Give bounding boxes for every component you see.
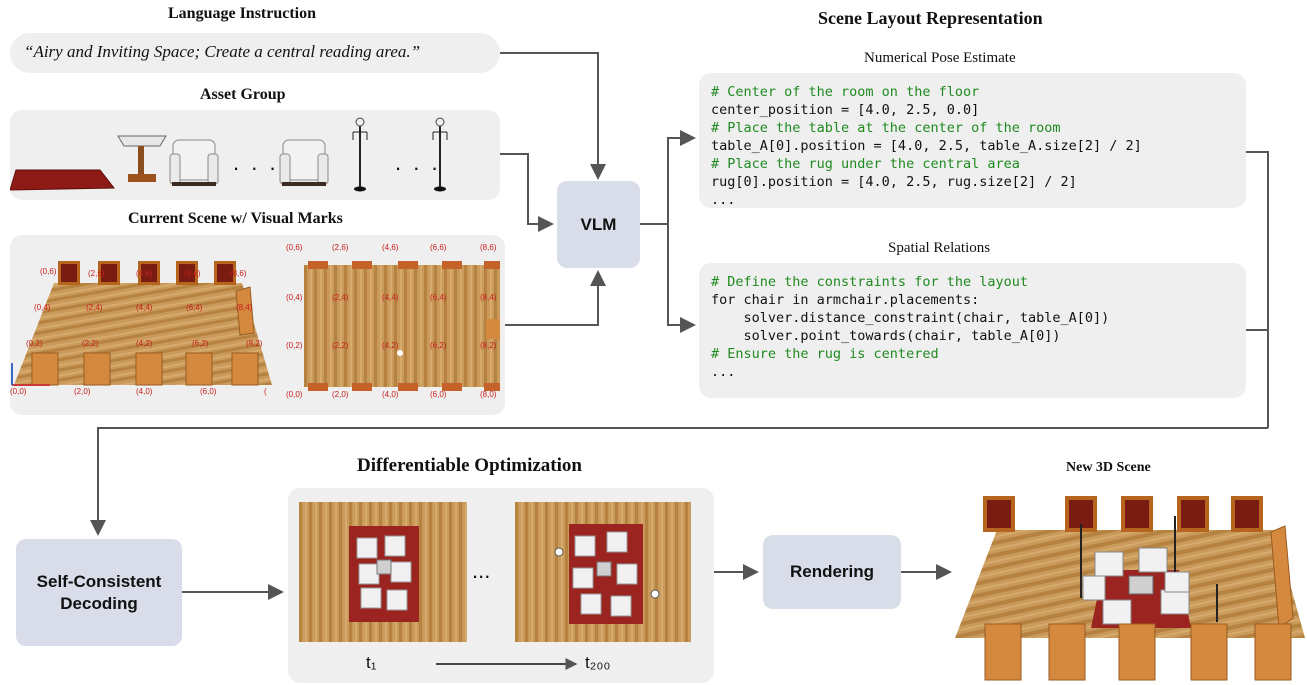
vlm-box: VLM [557, 181, 640, 268]
armchair-asset [169, 139, 219, 186]
optimization-ellipsis: ... [472, 558, 491, 583]
spatial-relations-title: Spatial Relations [888, 240, 991, 256]
topdown-scene-view [304, 261, 500, 391]
numerical-pose-title: Numerical Pose Estimate [864, 50, 1016, 66]
asset-group-illustration [9, 117, 448, 192]
code-line: for chair in armchair.placements: [711, 292, 980, 308]
code-comment: # Center of the room on the floor [711, 84, 980, 100]
asset-ellipsis-2: . . . [395, 150, 441, 175]
mark-label: (6,6) [184, 269, 201, 278]
code-line: rug[0].position = [4.0, 2.5, rug.size[2]… [711, 174, 1077, 190]
mark-label: (2,2) [82, 339, 99, 348]
mark-label: (8,0) [480, 390, 497, 399]
floor-lamp-asset [352, 117, 368, 192]
language-instruction-title: Language Instruction [168, 5, 317, 22]
armchair-asset-2 [279, 139, 329, 186]
mark-label: (4,0) [382, 390, 399, 399]
mark-label: (4,4) [382, 293, 399, 302]
mark-label: (4,2) [382, 341, 399, 350]
mark-label: (0,6) [286, 243, 303, 252]
optimization-frame-start [299, 502, 467, 642]
arrow-scene-to-vlm [505, 270, 606, 326]
diff-opt-title: Differentiable Optimization [357, 455, 582, 476]
asset-group-title: Asset Group [200, 86, 286, 103]
mark-label: (2,0) [74, 387, 91, 396]
mark-label: (8,6) [230, 269, 247, 278]
code-comment: # Place the table at the center of the r… [711, 120, 1061, 136]
table-asset [117, 135, 167, 182]
mark-label: (0,4) [286, 293, 303, 302]
self-consistent-decoding-box: Self-Consistent Decoding [16, 539, 182, 646]
code-line: solver.distance_constraint(chair, table_… [711, 310, 1110, 326]
mark-label: (4,6) [136, 269, 153, 278]
time-start-label: t₁ [366, 653, 377, 672]
mark-label: (4,4) [136, 303, 153, 312]
arrow-assets-to-vlm [500, 153, 554, 232]
code-comment: # Ensure the rug is centered [711, 346, 939, 362]
asset-ellipsis: . . . [233, 150, 279, 175]
rendering-label: Rendering [789, 562, 875, 581]
mark-label: (2,4) [86, 303, 103, 312]
numerical-pose-code-panel: # Center of the room on the floor center… [699, 73, 1246, 208]
mark-label: (8,2) [246, 339, 263, 348]
spatial-relations-code-panel: # Define the constraints for the layout … [699, 263, 1246, 398]
arrow-vlm-to-spatial [667, 224, 696, 333]
mark-label: (6,2) [430, 341, 447, 350]
mark-label: (0,2) [286, 341, 303, 350]
mark-label: (8,6) [480, 243, 497, 252]
mark-label: (0,0) [10, 387, 27, 396]
connector-pose-rail [1246, 151, 1269, 428]
mark-label: (2,2) [332, 341, 349, 350]
mark-label: (8,4) [236, 303, 253, 312]
mark-label: (4,0) [136, 387, 153, 396]
new-3d-scene-render [955, 496, 1305, 681]
code-line: table_A[0].position = [4.0, 2.5, table_A… [711, 138, 1142, 154]
current-scene-title: Current Scene w/ Visual Marks [128, 210, 343, 227]
mark-label: (0,6) [40, 267, 57, 276]
optimization-panel: ... t₁ t₂₀₀ [288, 488, 714, 683]
arrow-vlm-to-pose [640, 130, 696, 225]
instruction-text: “Airy and Inviting Space; Create a centr… [24, 42, 421, 61]
floor-lamp-asset-2 [432, 117, 448, 192]
code-line: center_position = [4.0, 2.5, 0.0] [711, 102, 980, 118]
arrow-instruction-to-vlm [500, 52, 606, 180]
asset-group-panel: . . . . . . [9, 110, 500, 200]
self-consistent-label: Self-Consistent [36, 571, 162, 591]
code-line: ... [711, 192, 736, 208]
mark-label: (4,6) [382, 243, 399, 252]
mark-label: (8,4) [480, 293, 497, 302]
mark-label: (6,6) [430, 243, 447, 252]
new-scene-title: New 3D Scene [1066, 460, 1151, 475]
mark-label: (0,4) [34, 303, 51, 312]
vlm-label: VLM [580, 214, 617, 234]
mark-label: (2,4) [332, 293, 349, 302]
mark-label: (0,2) [26, 339, 43, 348]
mark-label: (6,2) [192, 339, 209, 348]
mark-label: (8,2) [480, 341, 497, 350]
mark-label: (0,0) [286, 390, 303, 399]
perspective-scene-view [11, 261, 272, 386]
instruction-panel: “Airy and Inviting Space; Create a centr… [10, 33, 500, 73]
current-scene-panel: (0,6) (2,6) (4,6) (6,6) (8,6) (0,4) (2,4… [10, 235, 505, 415]
decoding-label: Decoding [60, 593, 138, 613]
code-line: ... [711, 364, 736, 380]
mark-label: (2,6) [332, 243, 349, 252]
mark-label: ( [264, 387, 267, 396]
mark-label: (2,6) [88, 269, 105, 278]
mark-label: (2,0) [332, 390, 349, 399]
code-line: solver.point_towards(chair, table_A[0]) [711, 328, 1061, 344]
mark-label: (6,4) [430, 293, 447, 302]
code-comment: # Define the constraints for the layout [711, 274, 1028, 290]
mark-label: (6,0) [430, 390, 447, 399]
rendering-box: Rendering [763, 535, 901, 609]
mark-label: (6,4) [186, 303, 203, 312]
rug-asset [10, 170, 114, 190]
scene-layout-title: Scene Layout Representation [818, 8, 1043, 28]
code-comment: # Place the rug under the central area [711, 156, 1020, 172]
mark-label: (6,0) [200, 387, 217, 396]
mark-label: (4,2) [136, 339, 153, 348]
optimization-frame-end [515, 502, 691, 642]
time-end-label: t₂₀₀ [585, 653, 611, 672]
